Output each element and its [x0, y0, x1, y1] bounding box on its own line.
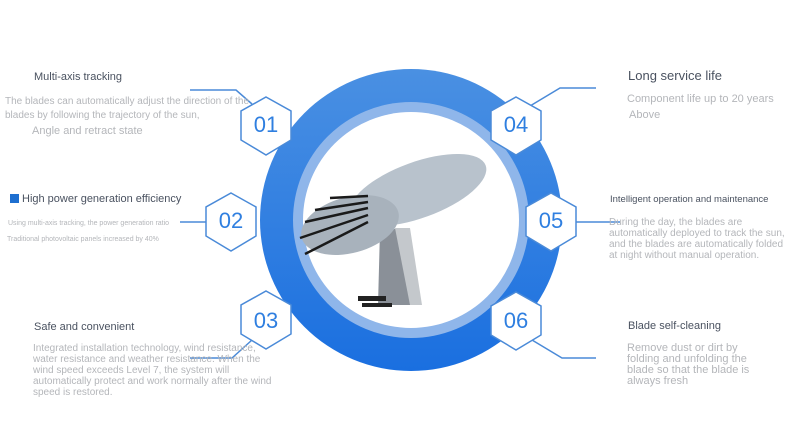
- feature-title-02-text: High power generation efficiency: [22, 193, 182, 205]
- number-02: 02: [218, 208, 244, 233]
- feature-desc2-04: Above: [629, 109, 661, 121]
- hexagon-03: [240, 290, 292, 350]
- feature-desc-05: During the day, the blades are automatic…: [609, 217, 785, 261]
- feature-desc2-02: Traditional photovoltaic panels increase…: [7, 236, 159, 243]
- hexagon-02: [205, 192, 257, 252]
- solar-umbrella-image: [299, 153, 487, 307]
- feature-title-02: High power generation efficiency: [10, 193, 181, 205]
- feature-desc-02: Using multi-axis tracking, the power gen…: [8, 220, 170, 227]
- feature-title-06: Blade self-cleaning: [628, 320, 721, 332]
- feature-title-01: Multi-axis tracking: [34, 71, 123, 83]
- feature-title-05: Intelligent operation and maintenance: [610, 194, 769, 205]
- connector-lines: [180, 87, 620, 359]
- feature-desc2-01: Angle and retract state: [32, 125, 143, 137]
- number-04: 04: [503, 112, 529, 137]
- number-03: 03: [253, 308, 279, 333]
- feature-desc-04: Component life up to 20 years: [627, 93, 774, 105]
- feature-desc-03: Integrated installation technology, wind…: [33, 343, 272, 398]
- square-bullet-icon: [10, 194, 19, 203]
- hexagon-06: [490, 291, 542, 351]
- feature-title-03: Safe and convenient: [34, 321, 135, 333]
- feature-title-04: Long service life: [628, 68, 722, 83]
- hexagon-05: [525, 192, 577, 252]
- number-05: 05: [538, 208, 564, 233]
- hexagon-04: [490, 96, 542, 156]
- hexagons: [205, 96, 577, 351]
- number-01: 01: [253, 112, 279, 137]
- feature-desc-01: The blades can automatically adjust the …: [5, 96, 250, 121]
- hexagon-01: [240, 96, 292, 156]
- number-06: 06: [503, 308, 529, 333]
- feature-desc-06: Remove dust or dirt by folding and unfol…: [627, 342, 750, 387]
